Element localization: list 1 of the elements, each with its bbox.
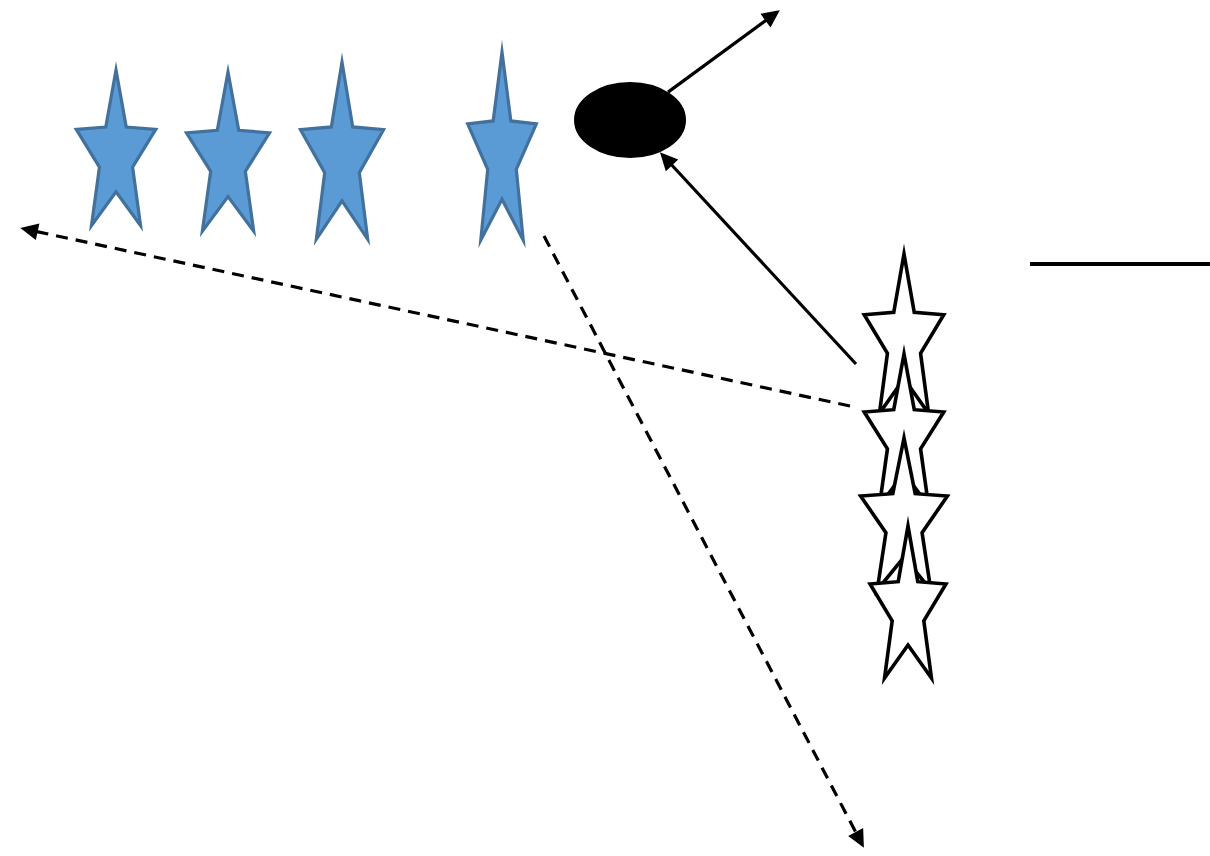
ellipse-shape xyxy=(574,82,686,158)
